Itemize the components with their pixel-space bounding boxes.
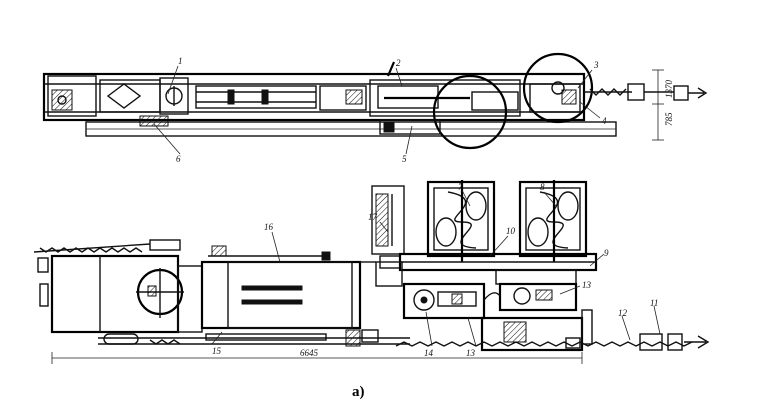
label-13-upper: 13 [582,280,592,290]
label-17: 17 [368,212,378,222]
figure-caption: а) [352,384,365,400]
label-6: 6 [176,154,181,164]
label-2: 2 [396,58,401,68]
label-9: 9 [604,248,609,258]
dimension-height-a: 785 [664,112,674,126]
label-7: 7 [458,182,463,192]
label-8: 8 [540,182,545,192]
label-12: 12 [618,308,628,318]
plan-view [33,180,710,364]
label-10: 10 [506,226,516,236]
dimension-length: 6645 [300,348,319,358]
label-11: 11 [650,298,658,308]
label-5: 5 [402,154,407,164]
label-1: 1 [178,56,183,66]
label-15: 15 [212,346,222,356]
label-4: 4 [602,116,607,126]
dimension-height-b: 1370 [664,80,674,99]
label-14: 14 [424,348,434,358]
label-3: 3 [593,60,599,70]
label-16: 16 [264,222,274,232]
label-13-lower: 13 [466,348,476,358]
side-elevation [42,52,708,155]
